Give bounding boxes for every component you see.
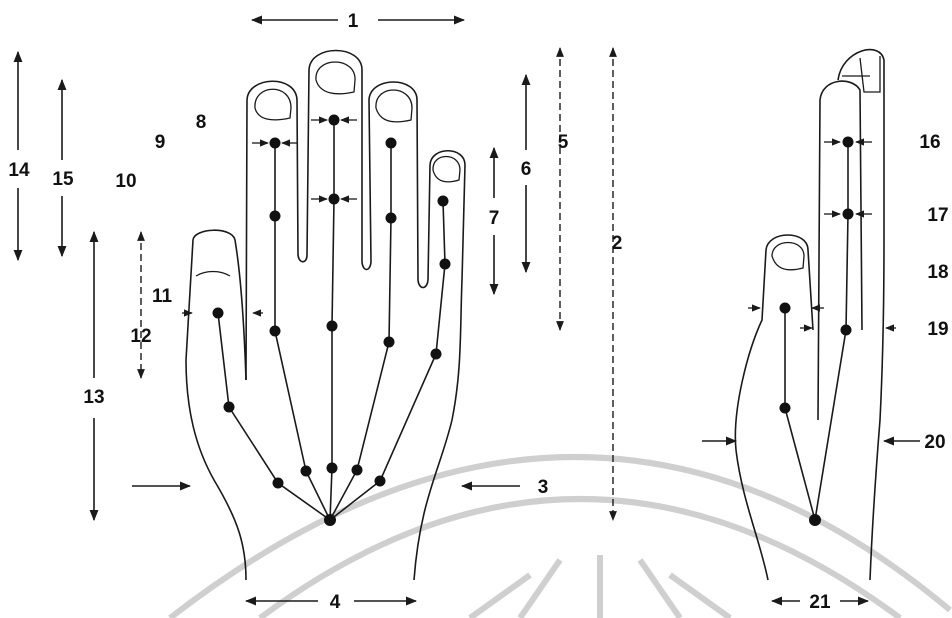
label-20: 20 [924, 432, 945, 453]
label-3: 3 [538, 477, 549, 498]
label-11: 11 [152, 286, 173, 307]
label-2: 2 [612, 233, 623, 254]
label-9: 9 [155, 132, 166, 153]
label-6: 6 [521, 159, 532, 180]
right-hand-skeleton [784, 142, 849, 521]
label-7: 7 [489, 208, 500, 229]
label-12: 12 [130, 326, 151, 347]
measurement-arrows [13, 15, 920, 606]
label-17: 17 [927, 205, 948, 226]
right-hand-outline [734, 48, 885, 581]
right-hand-width-ticks [748, 138, 896, 332]
label-8: 8 [196, 112, 207, 133]
label-10: 10 [115, 171, 136, 192]
right-hand-joints [779, 136, 854, 526]
label-16: 16 [919, 132, 940, 153]
label-18: 18 [927, 262, 948, 283]
label-13: 13 [83, 387, 104, 408]
label-5: 5 [558, 132, 569, 153]
label-14: 14 [8, 160, 30, 181]
watermark [168, 454, 952, 618]
label-4: 4 [330, 592, 341, 613]
label-15: 15 [52, 169, 74, 190]
measurement-labels: 1 2 3 4 5 6 7 8 9 10 11 12 13 14 15 16 1… [8, 11, 948, 613]
label-1: 1 [348, 11, 359, 32]
left-hand-skeleton [217, 120, 446, 521]
left-hand-joints [212, 114, 451, 526]
left-hand-outline [185, 49, 466, 581]
left-hand-width-ticks [182, 116, 357, 317]
label-21: 21 [809, 592, 831, 613]
label-19: 19 [927, 319, 948, 340]
